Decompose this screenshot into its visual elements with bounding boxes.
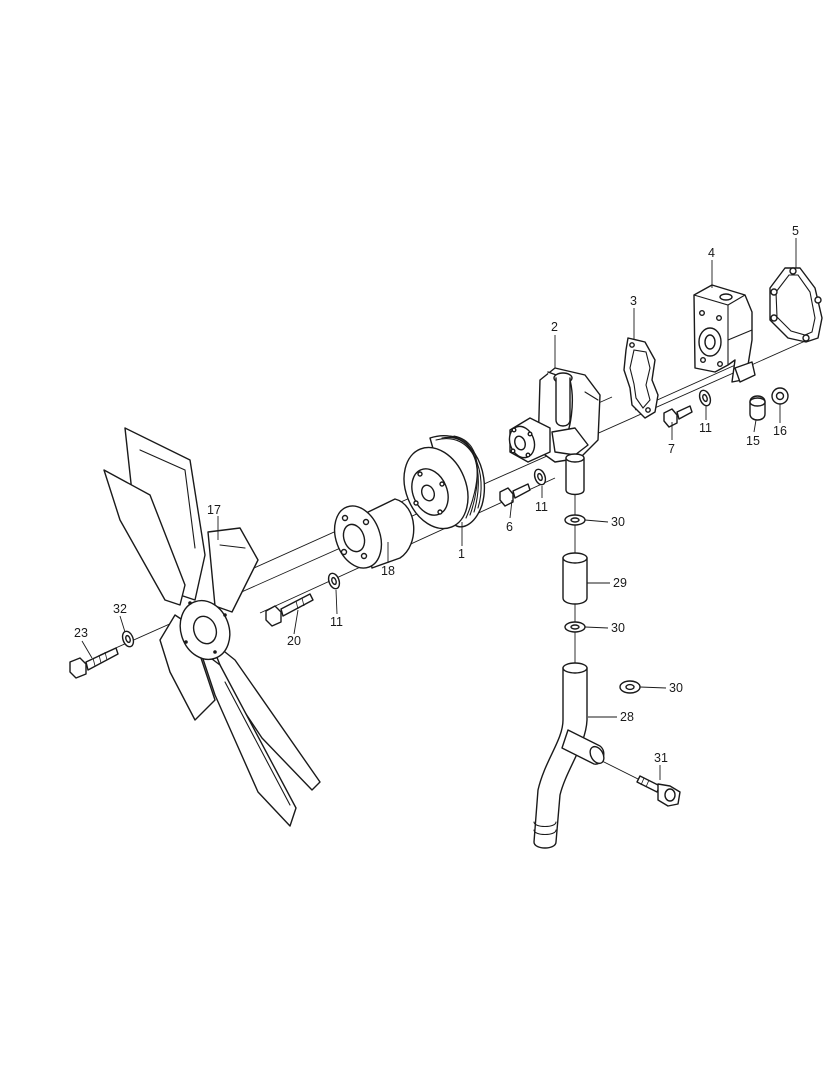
callout-30-right: 30 [669,681,683,695]
callout-4: 4 [708,246,715,260]
callout-1: 1 [458,547,465,561]
callout-30-upper: 30 [611,515,625,529]
callout-17: 17 [207,503,221,517]
callout-3: 3 [630,294,637,308]
callout-16: 16 [773,424,787,438]
callout-7: 7 [668,442,675,456]
callout-30-middle: 30 [611,621,625,635]
callout-31: 31 [654,751,668,765]
housing-part-4[interactable] [693,284,756,383]
callout-leaders [81,238,797,780]
callout-32: 32 [113,602,127,616]
fan-part-17[interactable] [103,427,321,827]
pulley-part-1[interactable] [392,435,486,538]
bolt-part-23[interactable] [69,647,119,679]
callout-5: 5 [792,224,799,238]
bolt-part-7[interactable] [663,405,693,428]
callout-11-lower: 11 [330,615,343,629]
callout-11-upper: 11 [699,421,712,435]
bolt-part-6[interactable] [499,483,531,507]
callout-18: 18 [381,564,395,578]
washer-part-11-upper[interactable] [698,389,713,407]
callout-23: 23 [74,626,88,640]
bolt-part-31[interactable] [636,775,681,807]
seal-ring-part-30-right[interactable] [619,680,641,694]
seal-ring-part-16[interactable] [771,387,789,405]
sleeve-part-29[interactable] [562,552,588,605]
washer-part-11-middle[interactable] [533,468,548,486]
gasket-part-3[interactable] [623,337,659,419]
washer-part-11-lower[interactable] [327,572,342,590]
water-pipe-part-28[interactable] [533,662,607,849]
plug-part-15[interactable] [749,395,766,421]
callout-6: 6 [506,520,513,534]
seal-ring-part-30-upper[interactable] [564,514,586,526]
callout-11-middle: 11 [535,500,548,514]
seal-ring-part-30-middle[interactable] [564,621,586,633]
callout-2: 2 [551,320,558,334]
callout-15: 15 [746,434,760,448]
callout-28: 28 [620,710,634,724]
cover-gasket-part-5[interactable] [769,267,823,343]
water-pump-part-2[interactable] [505,367,601,496]
callout-labels: 17 32 23 20 11 18 1 6 11 2 3 4 5 7 11 15… [74,224,799,765]
callout-20: 20 [287,634,301,648]
spacer-hub-part-18[interactable] [326,498,415,575]
bolt-part-20[interactable] [265,593,314,627]
callout-29: 29 [613,576,627,590]
washer-part-32[interactable] [121,630,136,648]
